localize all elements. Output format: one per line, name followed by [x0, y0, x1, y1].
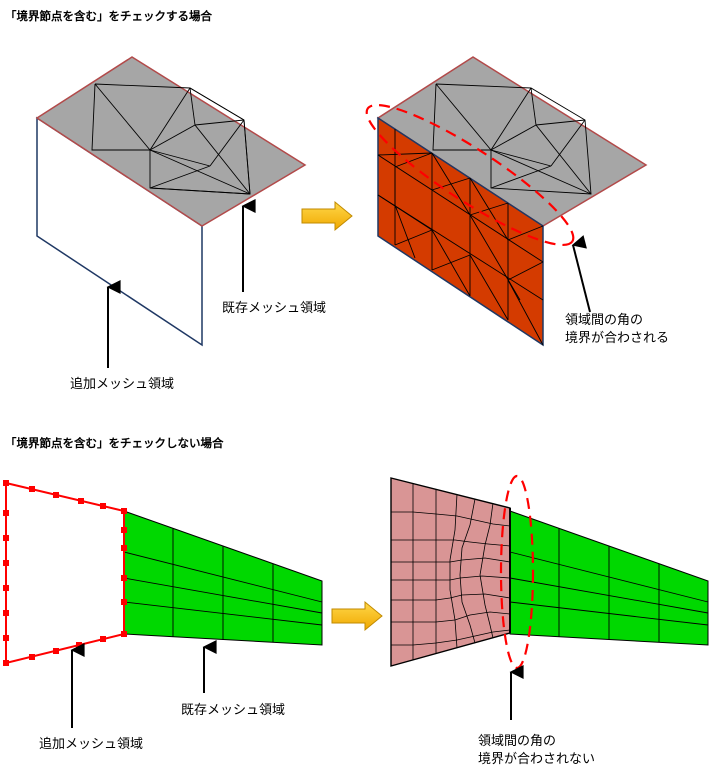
top-label-existing: 既存メッシュ領域	[222, 300, 326, 316]
bottom-label-corner-line1: 領域間の角の	[478, 733, 556, 749]
top-left-triangulation	[91, 83, 251, 195]
top-right-added-triangulation	[377, 129, 544, 346]
bottom-block-arrow	[331, 600, 383, 632]
bottom-left-added-region	[5, 481, 125, 665]
top-label-corner-line1: 領域間の角の	[565, 312, 643, 328]
top-heading: 「境界節点を含む」をチェックする場合	[5, 9, 212, 23]
top-label-added: 追加メッシュ領域	[70, 376, 174, 392]
bottom-label-existing: 既存メッシュ領域	[181, 702, 285, 718]
bottom-right-pink-mesh	[390, 477, 511, 667]
bottom-label-added: 追加メッシュ領域	[39, 736, 143, 752]
bottom-label-corner-line2: 境界が合わされない	[478, 752, 595, 767]
top-block-arrow	[301, 200, 353, 232]
top-left-existing-mesh	[35, 56, 307, 227]
top-corner-pointer	[571, 235, 591, 313]
bottom-heading: 「境界節点を含む」をチェックしない場合	[5, 436, 224, 450]
bottom-left-figure	[3, 480, 323, 666]
bottom-left-boundary-nodes	[3, 480, 127, 666]
top-left-figure	[35, 56, 307, 347]
bottom-right-quad-lines	[391, 483, 511, 660]
top-label-corner-line2: 境界が合わされる	[565, 331, 669, 346]
top-right-figure	[376, 56, 648, 347]
bottom-right-figure	[390, 477, 709, 667]
